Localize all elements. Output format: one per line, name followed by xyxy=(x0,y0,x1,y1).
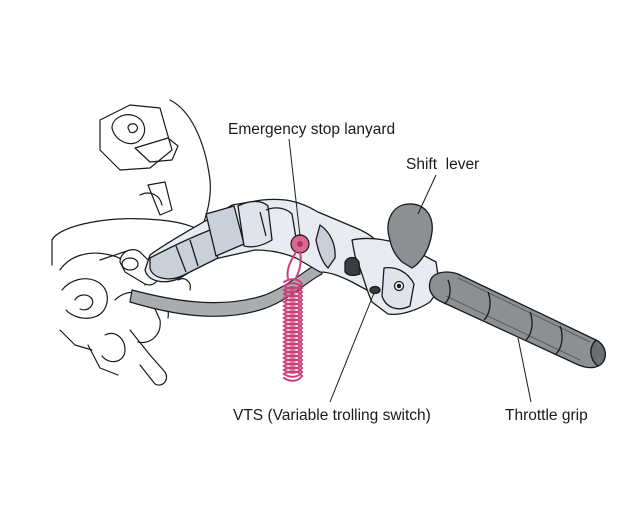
label-emergency-stop-lanyard: Emergency stop lanyard xyxy=(228,121,396,138)
leader-line-throttle xyxy=(517,337,532,403)
emergency-stop-button xyxy=(290,234,310,254)
throttle-housing xyxy=(344,237,441,316)
lanyard-coil xyxy=(282,251,304,382)
leader-line-vts xyxy=(329,292,375,403)
leader-line-lanyard xyxy=(288,138,301,237)
label-throttle-grip: Throttle grip xyxy=(505,407,588,424)
label-vts: VTS (Variable trolling switch) xyxy=(233,407,431,424)
leader-lines xyxy=(288,138,532,403)
throttle-cable xyxy=(129,261,323,317)
tiller-arm xyxy=(144,198,393,297)
shift-lever-shape xyxy=(387,203,433,269)
throttle-grip-shape xyxy=(428,271,606,369)
label-shift-lever: Shift lever xyxy=(406,156,480,173)
leader-line-shift-lever xyxy=(417,174,437,215)
